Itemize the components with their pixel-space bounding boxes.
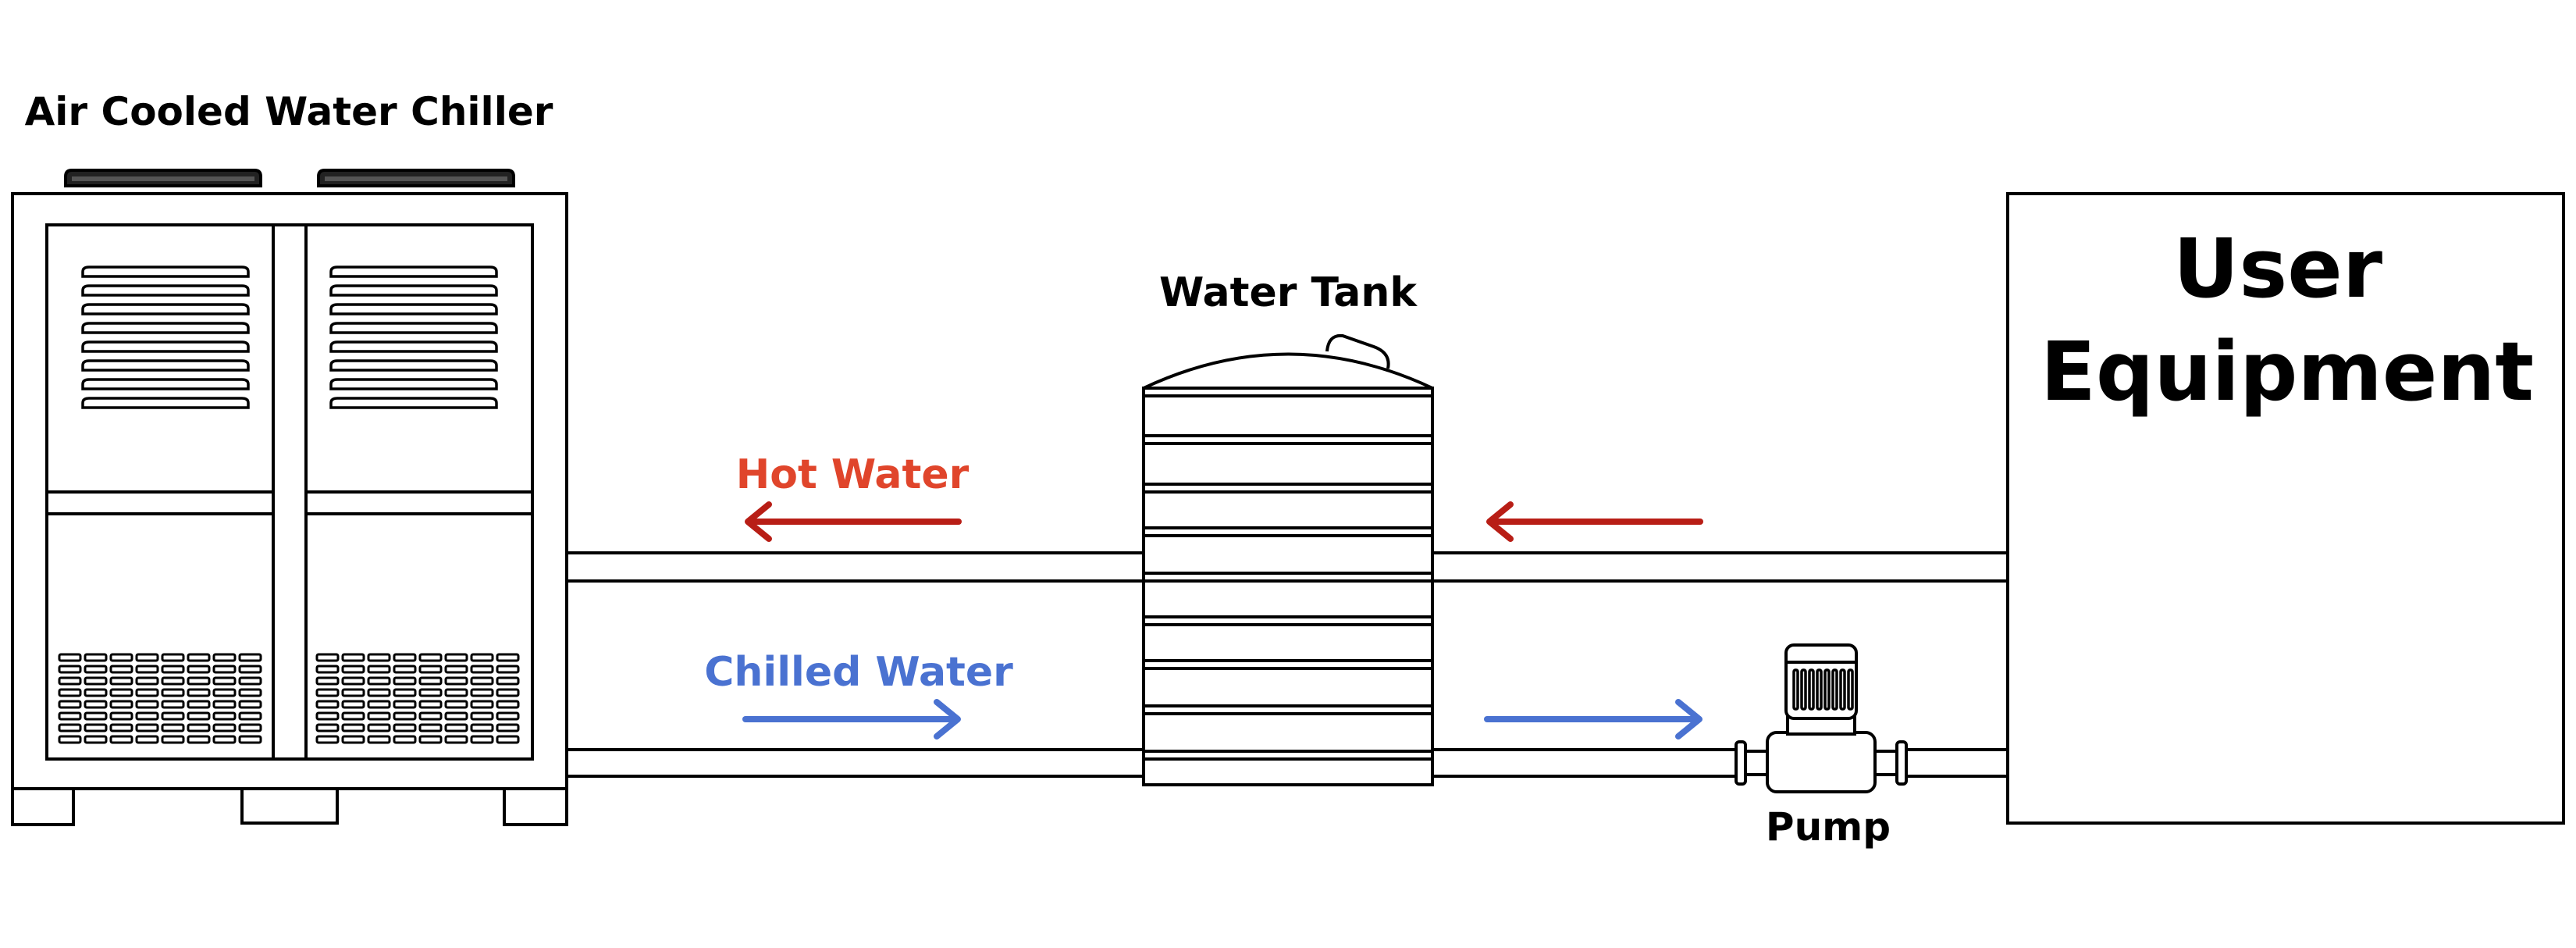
user-equipment-label-line2: Equipment [2041,324,2534,419]
hot-water-arrow-left [745,501,962,542]
hot-water-pipe [567,551,2008,583]
chilled-water-arrow-left [742,699,961,740]
hot-water-arrow-right [1486,501,1703,542]
pump-icon [1735,643,1908,793]
water-tank-icon [1142,333,1434,786]
chilled-water-pipe [567,748,2008,778]
hot-water-label: Hot Water [736,451,970,498]
chiller-label: Air Cooled Water Chiller [25,89,553,134]
water-tank-label: Water Tank [1159,269,1418,316]
chilled-water-label: Chilled Water [704,649,1013,696]
user-equipment-label-line1: User [2173,221,2382,316]
chilled-water-arrow-right [1484,699,1703,740]
user-equipment-box [2006,192,2565,825]
pump-label: Pump [1766,804,1891,850]
air-cooled-chiller-icon [11,169,568,826]
